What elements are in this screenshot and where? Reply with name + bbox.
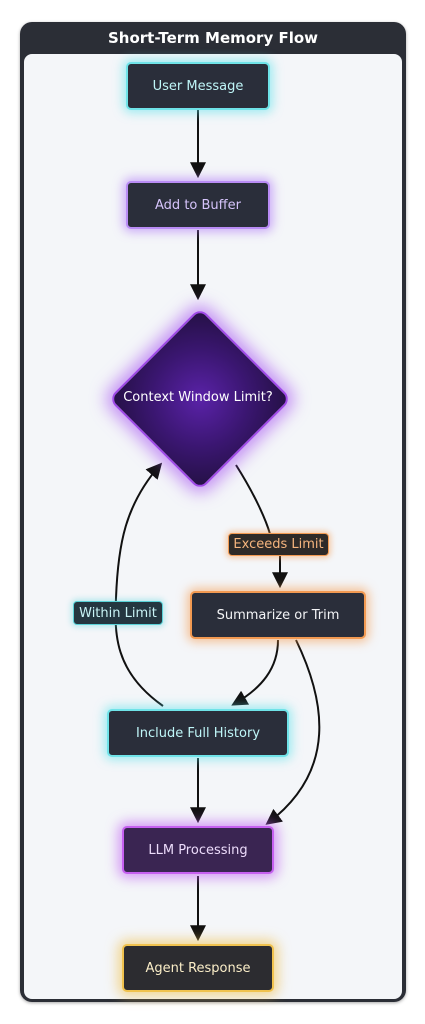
node-include-full-history-label: Include Full History (135, 725, 261, 741)
node-summarize-or-trim: Summarize or Trim (190, 591, 366, 639)
node-user-message: User Message (126, 62, 270, 110)
node-add-to-buffer-label: Add to Buffer (155, 197, 241, 213)
edge-label-within-limit: Within Limit (73, 601, 163, 625)
node-include-full-history: Include Full History (107, 709, 289, 757)
node-agent-response: Agent Response (122, 944, 274, 992)
node-llm-processing: LLM Processing (122, 826, 274, 874)
node-summarize-or-trim-label: Summarize or Trim (216, 607, 340, 623)
node-agent-response-label: Agent Response (145, 960, 251, 976)
decision-label: Context Window Limit? (123, 389, 273, 405)
node-user-message-label: User Message (152, 78, 244, 94)
node-llm-processing-label: LLM Processing (148, 842, 248, 858)
decision-context-window-limit: Context Window Limit? (108, 307, 292, 491)
diagram-title: Short-Term Memory Flow (107, 29, 319, 47)
edge-label-exceeds-limit: Exceeds Limit (228, 533, 329, 556)
node-add-to-buffer: Add to Buffer (126, 181, 270, 229)
